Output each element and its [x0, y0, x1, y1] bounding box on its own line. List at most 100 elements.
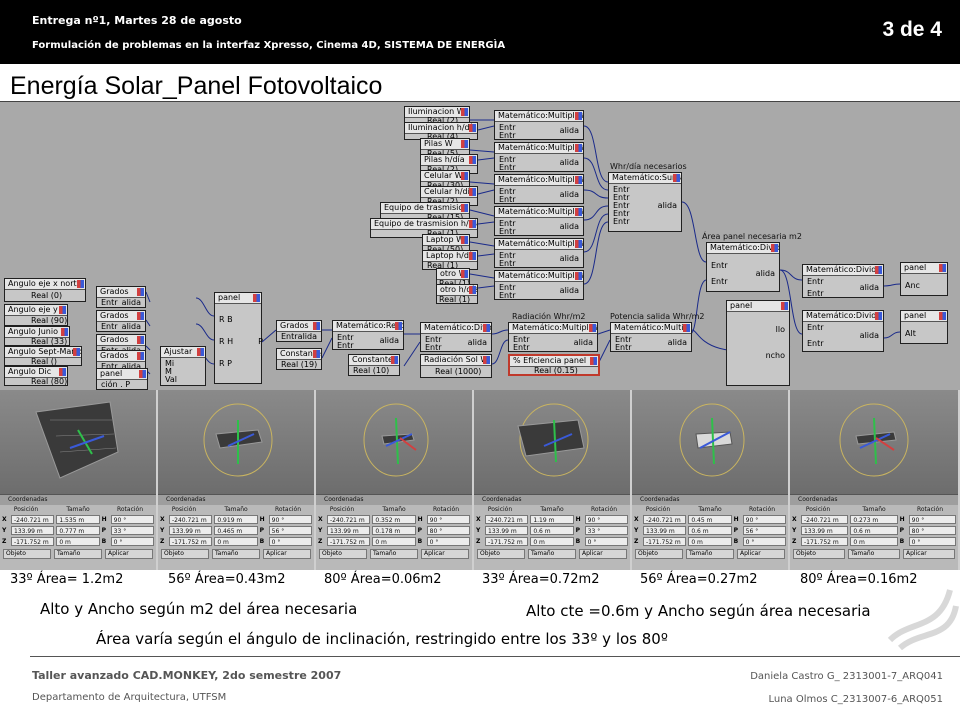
node-angulo-norte[interactable]: Angulo eje x norte Real (0): [4, 278, 86, 302]
node-dividir-alt[interactable]: Matemático:Dividir Entr Entr alida: [802, 310, 884, 352]
aplicar-button[interactable]: Aplicar: [421, 549, 469, 559]
tamano-dropdown[interactable]: Tamaño: [370, 549, 418, 559]
rot-p-field[interactable]: 56 °: [268, 526, 312, 535]
size-x-field[interactable]: 0.273 m: [850, 515, 898, 524]
aplicar-button[interactable]: Aplicar: [903, 549, 955, 559]
size-y-field[interactable]: 0.6 m: [688, 526, 732, 535]
node-ilum-hd[interactable]: Iluminacion h/día Real (4): [404, 122, 478, 141]
size-x-field[interactable]: 0.919 m: [214, 515, 258, 524]
node-otro-hd[interactable]: otro h/día Real (1): [436, 284, 478, 304]
3d-view[interactable]: [316, 390, 472, 494]
size-x-field[interactable]: 0.352 m: [372, 515, 416, 524]
node-panel-anc[interactable]: panel Anc: [900, 262, 948, 296]
pos-y-field[interactable]: 133.99 m: [11, 526, 55, 535]
node-constante-10[interactable]: Constante Real (10): [348, 354, 400, 376]
node-radiacion-sol[interactable]: Radiación Sol W Real (1000): [420, 354, 492, 378]
pos-y-field[interactable]: 133.99 m: [485, 526, 529, 535]
objeto-dropdown[interactable]: Objeto: [793, 549, 845, 559]
pos-y-field[interactable]: 133.99 m: [169, 526, 213, 535]
node-panel-alt[interactable]: panel Alt: [900, 310, 948, 344]
rot-h-field[interactable]: 90 °: [110, 515, 154, 524]
size-y-field[interactable]: 0.178 m: [372, 526, 416, 535]
size-z-field[interactable]: 0 m: [56, 537, 100, 546]
size-x-field[interactable]: 0.45 m: [688, 515, 732, 524]
node-otro-w[interactable]: otro W Real (1): [436, 268, 470, 288]
pos-z-field[interactable]: -171.752 m: [801, 537, 849, 546]
node-grados-5[interactable]: Grados Entr alida: [276, 320, 322, 342]
node-ajustar[interactable]: Ajustar Mi M Val: [160, 346, 206, 386]
node-multiplicar-5[interactable]: Matemático:Multiplicar Entr Entr alida: [494, 238, 584, 268]
xpresso-editor[interactable]: Iluminacion W Real (2) Iluminacion h/día…: [0, 102, 960, 390]
pos-z-field[interactable]: -171.752 m: [169, 537, 213, 546]
size-z-field[interactable]: 0 m: [372, 537, 416, 546]
aplicar-button[interactable]: Aplicar: [105, 549, 153, 559]
node-constante-19[interactable]: Constante Real (19): [276, 348, 322, 370]
3d-view[interactable]: [158, 390, 314, 494]
node-panel-posicion[interactable]: panel ción . P: [96, 368, 148, 390]
pos-x-field[interactable]: -240.721 m: [801, 515, 849, 524]
node-panel-size[interactable]: panel llo ncho: [726, 300, 790, 386]
tamano-dropdown[interactable]: Tamaño: [212, 549, 260, 559]
node-equipo-hd[interactable]: Equipo de trasmision h/día Real (1): [370, 218, 478, 238]
rot-h-field[interactable]: 90 °: [268, 515, 312, 524]
pos-x-field[interactable]: -240.721 m: [643, 515, 687, 524]
size-y-field[interactable]: 0.6 m: [530, 526, 574, 535]
objeto-dropdown[interactable]: Objeto: [161, 549, 209, 559]
rot-p-field[interactable]: 33 °: [584, 526, 628, 535]
node-multiplicar-1[interactable]: Matemático:Multiplicar Entr Entr alida: [494, 110, 584, 140]
rot-h-field[interactable]: 90 °: [584, 515, 628, 524]
rot-h-field[interactable]: 90 °: [426, 515, 470, 524]
size-z-field[interactable]: 0 m: [530, 537, 574, 546]
size-z-field[interactable]: 0 m: [688, 537, 732, 546]
node-multiplicar-6[interactable]: Matemático:Multiplicar Entr Entr alida: [494, 270, 584, 300]
size-z-field[interactable]: 0 m: [214, 537, 258, 546]
tamano-dropdown[interactable]: Tamaño: [528, 549, 576, 559]
rot-p-field[interactable]: 80 °: [426, 526, 470, 535]
node-multiplicar-rad[interactable]: Matemático:Multiplicar Entr Entr alida: [508, 322, 598, 352]
node-angulo-dic[interactable]: Angulo Dic Real (80): [4, 366, 68, 386]
pos-x-field[interactable]: -240.721 m: [327, 515, 371, 524]
node-angulo-junio[interactable]: Angulo Junio Real (33): [4, 326, 70, 346]
pos-z-field[interactable]: -171.752 m: [485, 537, 529, 546]
node-multiplicar-3[interactable]: Matemático:Multiplicar Entr Entr alida: [494, 174, 584, 204]
node-eficiencia-panel[interactable]: % Eficiencia panel Real (0.15): [508, 354, 600, 376]
node-multiplicar-pot[interactable]: Matemático:Multiplicar Entr Entr alida: [610, 322, 692, 352]
tamano-dropdown[interactable]: Tamaño: [686, 549, 734, 559]
tamano-dropdown[interactable]: Tamaño: [848, 549, 900, 559]
pos-z-field[interactable]: -171.752 m: [327, 537, 371, 546]
node-multiplicar-4[interactable]: Matemático:Multiplicar Entr Entr alida: [494, 206, 584, 236]
node-restar[interactable]: Matemático:Restar Entr Entr alida: [332, 320, 404, 350]
node-dividir-area[interactable]: Matemático:Dividir Entr Entr alida: [706, 242, 780, 292]
node-dividir-anc[interactable]: Matemático:Dividir Entr Entr alida: [802, 264, 884, 298]
rot-b-field[interactable]: 0 °: [426, 537, 470, 546]
pos-y-field[interactable]: 133.99 m: [327, 526, 371, 535]
objeto-dropdown[interactable]: Objeto: [635, 549, 683, 559]
rot-b-field[interactable]: 0 °: [110, 537, 154, 546]
rot-h-field[interactable]: 90 °: [742, 515, 786, 524]
rot-b-field[interactable]: 0 °: [742, 537, 786, 546]
rot-b-field[interactable]: 0 °: [584, 537, 628, 546]
aplicar-button[interactable]: Aplicar: [263, 549, 311, 559]
size-x-field[interactable]: 1.535 m: [56, 515, 100, 524]
objeto-dropdown[interactable]: Objeto: [477, 549, 525, 559]
node-celular-w[interactable]: Celular W Real (30): [420, 170, 470, 190]
node-dividir-rad[interactable]: Matemático:Dividir Entr Entr alida: [420, 322, 492, 352]
size-x-field[interactable]: 1.19 m: [530, 515, 574, 524]
rot-p-field[interactable]: 33 °: [110, 526, 154, 535]
node-angulo-sept-marzo[interactable]: Angulo Sept-Marzo Real (): [4, 346, 82, 366]
node-pilas-w[interactable]: Pilas W Real (5): [420, 138, 470, 158]
3d-view[interactable]: [474, 390, 630, 494]
objeto-dropdown[interactable]: Objeto: [319, 549, 367, 559]
node-angulo-y[interactable]: Angulo eje y Real (90): [4, 304, 68, 326]
rot-p-field[interactable]: 56 °: [742, 526, 786, 535]
node-grados-2[interactable]: Grados Entr alida: [96, 310, 146, 332]
3d-view[interactable]: [0, 390, 156, 494]
aplicar-button[interactable]: Aplicar: [737, 549, 785, 559]
node-ilum-w[interactable]: Iluminacion W Real (2): [404, 106, 470, 125]
aplicar-button[interactable]: Aplicar: [579, 549, 627, 559]
